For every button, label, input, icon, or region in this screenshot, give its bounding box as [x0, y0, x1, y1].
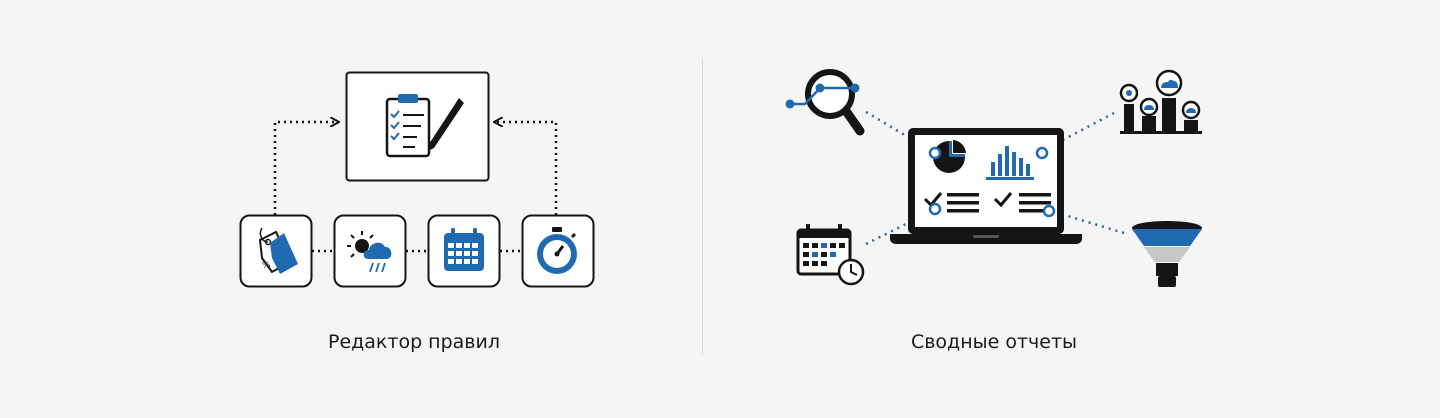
- summary-reports-panel: [785, 69, 1202, 287]
- magnifier-chart-icon: [785, 69, 865, 136]
- checklist-icon-right: [993, 192, 1051, 213]
- connector-stopwatch-to-clipboard: [495, 122, 558, 215]
- calendar-icon: [444, 228, 484, 271]
- weather-podium-icon: [1119, 69, 1202, 134]
- clipboard-checklist-icon: [385, 94, 464, 158]
- stopwatch-icon: [537, 227, 577, 274]
- stopwatch-box: [521, 214, 595, 288]
- calendar-clock-icon: [796, 224, 865, 286]
- price-tags-box: %: [239, 214, 313, 288]
- bar-chart-icon: [986, 146, 1034, 180]
- summary-reports-caption: Сводные отчеты: [910, 331, 1078, 353]
- pie-chart-icon: [933, 139, 967, 173]
- funnel-icon: [1132, 221, 1202, 287]
- rule-editor-panel: %: [239, 71, 595, 288]
- calendar-box: [427, 214, 501, 288]
- laptop-dashboard-icon: [890, 128, 1082, 244]
- connector-nodes: [928, 146, 1056, 218]
- svg-text:%: %: [262, 261, 271, 271]
- weather-box: [333, 214, 407, 288]
- connector-tags-to-clipboard: [273, 122, 338, 215]
- rule-editor-caption: Редактор правил: [327, 331, 500, 353]
- clipboard-box: [345, 71, 490, 182]
- price-tags-icon: %: [258, 227, 298, 274]
- weather-icon: [347, 231, 392, 273]
